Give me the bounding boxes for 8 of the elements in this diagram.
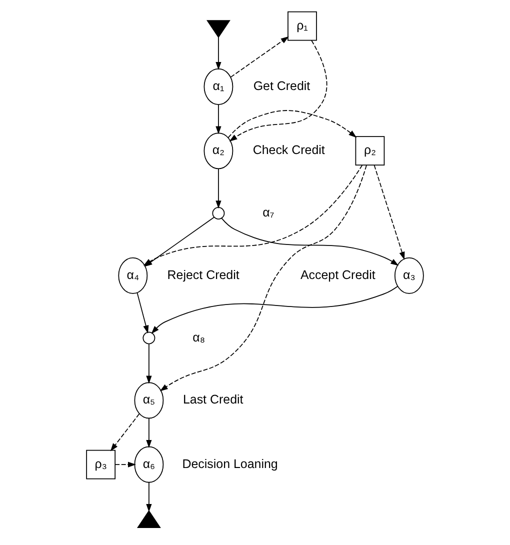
- node-label: Last Credit: [182, 392, 244, 407]
- node-label: Decision Loaning: [182, 456, 278, 471]
- node-label: α₇: [262, 206, 274, 220]
- node-label: Reject Credit: [167, 268, 240, 282]
- node-label: α₈: [192, 330, 206, 344]
- node-label: Get Credit: [253, 78, 310, 93]
- node-label: Accept Credit: [300, 268, 376, 282]
- node-label: Check Credit: [252, 143, 325, 158]
